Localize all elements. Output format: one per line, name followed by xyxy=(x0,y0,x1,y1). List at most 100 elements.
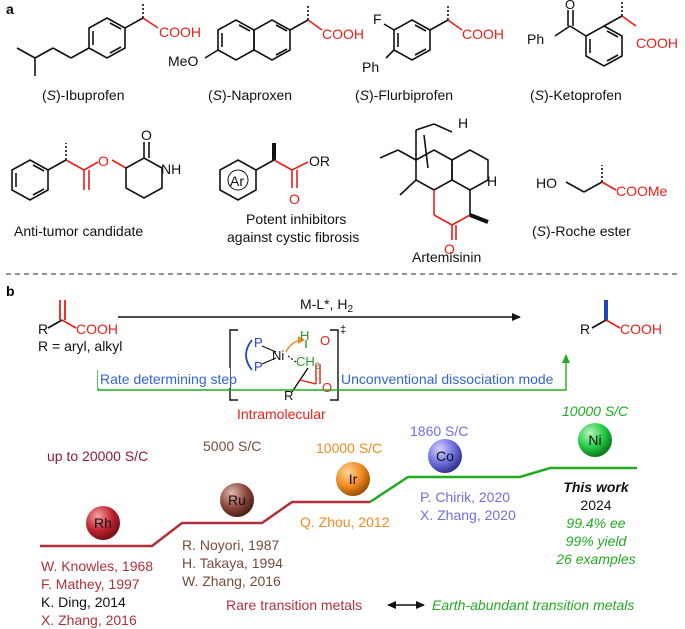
ir-sphere xyxy=(336,462,370,496)
co-refs: P. Chirik, 2020 X. Zhang, 2020 xyxy=(420,489,516,523)
ibuprofen-name: (S)-Ibuprofen xyxy=(42,87,125,103)
cf-name-line1: Potent inhibitors xyxy=(246,211,346,227)
product-cooh: COOH xyxy=(620,321,662,337)
legend-rare: Rare transition metals xyxy=(226,597,362,613)
ir-symbol: Ir xyxy=(349,471,358,487)
product-r: R xyxy=(580,321,590,337)
ru-symbol: Ru xyxy=(228,492,246,508)
ru-ref-3: W. Zhang, 2016 xyxy=(182,573,281,589)
naproxen-name: (S)-Naproxen xyxy=(208,87,292,103)
dissociation-mode: Unconventional dissociation mode xyxy=(341,371,554,387)
substrate-definition: R = aryl, alkyl xyxy=(38,338,122,354)
anti-tumor-name: Anti-tumor candidate xyxy=(14,223,143,239)
roche-name: (S)-Roche ester xyxy=(532,223,631,239)
ru-sc: 5000 S/C xyxy=(203,438,261,454)
anti-tumor-structure xyxy=(11,142,163,201)
abundant-metal-timeline xyxy=(369,466,637,504)
flurbiprofen-ph: Ph xyxy=(362,59,379,75)
anti-tumor-o: O xyxy=(98,153,109,169)
artemisinin-name: Artemisinin xyxy=(412,249,481,265)
rh-ref-4: X. Zhang, 2016 xyxy=(41,612,137,628)
substrate-structure xyxy=(47,300,77,329)
complex-ch2: CH2 xyxy=(296,354,320,371)
ni-symbol: Ni xyxy=(588,432,601,448)
cf-name-line2: against cystic fibrosis xyxy=(227,229,359,245)
ni-this-work: This work xyxy=(563,479,630,495)
artemisinin-structure xyxy=(379,123,489,240)
ni-ee: 99.4% ee xyxy=(566,515,625,531)
ni-refs: This work 2024 99.4% ee 99% yield 26 exa… xyxy=(555,479,635,567)
rate-determining-step: Rate determining step xyxy=(100,371,237,387)
transition-state-complex xyxy=(229,329,339,401)
rare-metal-timeline xyxy=(40,500,370,548)
artemisinin-h2: H xyxy=(487,173,497,189)
ru-sphere xyxy=(220,483,254,517)
co-symbol: Co xyxy=(436,448,454,464)
flurbiprofen-structure xyxy=(383,4,463,61)
ru-ref-2: H. Takaya, 1994 xyxy=(182,555,283,571)
rh-ref-3: K. Ding, 2014 xyxy=(41,594,126,610)
rh-refs: W. Knowles, 1968 F. Mathey, 1997 K. Ding… xyxy=(41,558,153,628)
anti-tumor-nh: NH xyxy=(161,161,181,177)
flurbiprofen-name: (S)-Flurbiprofen xyxy=(355,87,453,103)
ketoprofen-name: (S)-Ketoprofen xyxy=(530,87,622,103)
ni-sphere xyxy=(578,423,612,457)
co-sc: 1860 S/C xyxy=(410,423,468,439)
roche-coome: COOMe xyxy=(616,183,668,199)
cystic-fibrosis-structure xyxy=(219,143,309,201)
artemisinin-h1: H xyxy=(458,115,468,131)
cf-or: OR xyxy=(309,153,330,169)
flurbiprofen-f: F xyxy=(373,11,382,27)
rh-sphere xyxy=(86,506,120,540)
complex-o2: O xyxy=(322,380,332,395)
ir-ref-1: Q. Zhou, 2012 xyxy=(300,514,390,530)
ketoprofen-structure xyxy=(554,2,637,67)
ibuprofen-structure xyxy=(16,2,159,76)
ni-yield: 99% yield xyxy=(566,533,628,549)
artemisinin-o: O xyxy=(444,241,455,257)
naproxen-meo: MeO xyxy=(168,53,198,69)
rh-sc: up to 20000 S/C xyxy=(47,448,148,464)
co-ref-1: P. Chirik, 2020 xyxy=(420,489,510,505)
ni-sc: 10000 S/C xyxy=(562,403,629,419)
ru-refs: R. Noyori, 1987 H. Takaya, 1994 W. Zhang… xyxy=(182,537,283,589)
complex-p1: P xyxy=(254,335,263,350)
substrate-cooh: COOH xyxy=(76,321,118,337)
rh-ref-1: W. Knowles, 1968 xyxy=(41,558,153,574)
complex-h: H xyxy=(300,328,309,343)
ibuprofen-cooh: COOH xyxy=(159,24,201,40)
naproxen-structure xyxy=(204,4,323,61)
co-sphere xyxy=(428,439,462,473)
ketoprofen-cooh: COOH xyxy=(636,35,678,51)
panel-a-label: a xyxy=(6,1,14,17)
dissociation-bg xyxy=(340,368,560,388)
anti-tumor-o2: O xyxy=(141,127,152,143)
cf-ar: Ar xyxy=(230,173,244,189)
substrate-r: R xyxy=(38,321,48,337)
complex-o1: O xyxy=(320,333,330,348)
ni-year: 2024 xyxy=(580,497,611,513)
intramolecular-label: Intramolecular xyxy=(237,406,326,422)
complex-dagger: ‡ xyxy=(340,324,346,336)
reaction-conditions: M-L*, H2 xyxy=(300,296,353,315)
flurbiprofen-cooh: COOH xyxy=(462,26,504,42)
complex-r: R xyxy=(284,388,293,403)
rh-ref-2: F. Mathey, 1997 xyxy=(41,576,140,592)
legend-abundant: Earth-abundant transition metals xyxy=(432,597,634,613)
cf-o: O xyxy=(289,191,300,207)
ketoprofen-o: O xyxy=(565,0,575,12)
rh-symbol: Rh xyxy=(94,515,112,531)
complex-p2: P xyxy=(254,359,263,374)
ketoprofen-ph: Ph xyxy=(527,31,544,47)
ni-examples: 26 examples xyxy=(555,551,635,567)
panel-b-label: b xyxy=(6,283,15,299)
co-ref-2: X. Zhang, 2020 xyxy=(420,507,516,523)
complex-ni: Ni xyxy=(272,348,284,363)
naproxen-cooh: COOH xyxy=(322,26,364,42)
product-structure xyxy=(591,300,621,329)
roche-ho: HO xyxy=(536,175,557,191)
ru-ref-1: R. Noyori, 1987 xyxy=(182,537,279,553)
roche-ester-structure xyxy=(565,165,617,193)
ir-sc: 10000 S/C xyxy=(316,440,382,456)
